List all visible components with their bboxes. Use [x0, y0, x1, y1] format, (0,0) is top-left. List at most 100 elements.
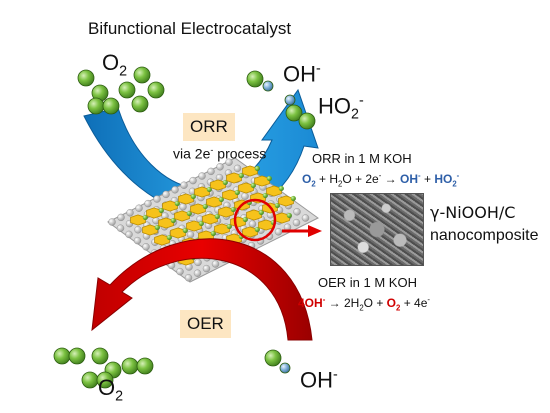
- orr-equation: O2 + H2O + 2e- → OH- + HO2-: [302, 171, 460, 189]
- support-atom: [189, 176, 197, 185]
- oxygen-site: [154, 224, 160, 231]
- oxygen-site: [198, 220, 204, 227]
- oxygen-atom: [68, 347, 86, 365]
- support-atom: [225, 158, 233, 166]
- support-atom: [202, 264, 211, 273]
- support-atom: [133, 236, 142, 245]
- support-atom: [194, 258, 202, 267]
- support-atom: [179, 203, 187, 211]
- oxygen-atom: [102, 97, 120, 115]
- oxygen-site: [274, 202, 280, 209]
- oxygen-atom: [246, 70, 264, 88]
- support-atom: [292, 218, 301, 227]
- support-atom: [301, 214, 310, 222]
- oxygen-site: [290, 195, 296, 202]
- sem-image: [330, 193, 424, 266]
- top-o2-label: O2: [102, 50, 128, 80]
- highlight-circle: [233, 198, 277, 242]
- oxygen-site: [286, 212, 292, 219]
- oxygen-atom: [53, 347, 71, 365]
- support-atom: [216, 163, 224, 171]
- support-atom: [207, 167, 215, 176]
- oxygen-atom: [118, 81, 136, 99]
- support-atom: [153, 195, 161, 203]
- oxygen-site: [206, 186, 212, 193]
- oxygen-atom: [285, 104, 303, 122]
- hydrogen-atom: [262, 80, 274, 92]
- oer-box: OER: [180, 310, 231, 338]
- oxygen-site: [190, 193, 196, 200]
- oxygen-site: [254, 226, 260, 233]
- support-atom: [126, 209, 134, 217]
- oxygen-site: [218, 196, 224, 203]
- support-atom: [134, 226, 142, 234]
- oer-equation: 4OH- → 2H2O + O2 + 4e-: [298, 295, 430, 313]
- oxygen-site: [226, 223, 232, 230]
- oxygen-site: [222, 179, 228, 186]
- oxygen-atom: [96, 371, 114, 389]
- oxygen-site: [182, 227, 188, 234]
- oxygen-site: [234, 189, 240, 196]
- support-atom: [186, 230, 195, 239]
- top-oh-label: OH-: [283, 61, 321, 87]
- support-atom: [193, 269, 202, 277]
- oxygen-site: [174, 200, 180, 207]
- support-atom: [198, 172, 206, 180]
- top-ho2-label: HO2-: [318, 93, 364, 123]
- hydrogen-atom: [284, 94, 296, 106]
- oxygen-site: [250, 182, 256, 189]
- support-atom: [117, 213, 125, 222]
- oxygen-site: [266, 175, 272, 182]
- molecules: [53, 66, 316, 389]
- oxygen-site: [214, 213, 220, 220]
- support-atom: [274, 228, 283, 236]
- support-atom: [162, 190, 170, 199]
- diagram-title: Bifunctional Electrocatalyst: [88, 19, 292, 38]
- support-atom: [211, 260, 220, 268]
- support-atom: [171, 186, 179, 194]
- support-atom: [180, 181, 188, 189]
- material-name: γ-NiOOH/C: [430, 203, 516, 222]
- hydrogen-atom: [279, 362, 291, 374]
- support-atom: [293, 208, 301, 216]
- pointer-arrow: [282, 225, 322, 237]
- support-atom: [135, 204, 143, 212]
- oxygen-site: [242, 216, 248, 223]
- support-atom: [116, 224, 125, 232]
- bottom-o2-label: O2: [98, 375, 124, 405]
- bottom-oh-label: OH-: [300, 367, 338, 393]
- orr-condition: ORR in 1 M KOH: [312, 151, 412, 166]
- support-atom: [144, 199, 152, 208]
- oxygen-site: [170, 217, 176, 224]
- oxygen-atom: [147, 81, 165, 99]
- oer-condition: OER in 1 M KOH: [318, 275, 417, 290]
- orr-box: ORR: [183, 113, 235, 141]
- oxygen-atom: [298, 112, 316, 130]
- oxygen-site: [254, 165, 260, 172]
- oxygen-site: [258, 209, 264, 216]
- material-type: nanocomposite: [430, 227, 539, 244]
- oxygen-atom: [133, 66, 151, 84]
- oxygen-atom: [131, 95, 149, 113]
- oxygen-site: [186, 210, 192, 217]
- support-atom: [125, 230, 133, 239]
- support-atom: [233, 164, 242, 173]
- orr-process: via 2e- process: [173, 145, 267, 162]
- oxygen-atom: [136, 357, 154, 375]
- oxygen-site: [202, 203, 208, 210]
- support-atom: [142, 243, 150, 251]
- oxygen-atom: [121, 357, 139, 375]
- oxygen-atom: [87, 97, 105, 115]
- support-atom: [176, 267, 184, 276]
- oxygen-site: [166, 234, 172, 241]
- support-atom: [241, 192, 249, 200]
- support-atom: [108, 218, 116, 226]
- oxygen-site: [158, 207, 164, 214]
- oxygen-site: [262, 192, 268, 199]
- oxygen-site: [238, 172, 244, 179]
- oxygen-site: [210, 230, 216, 237]
- oxygen-site: [278, 185, 284, 192]
- oxygen-atom: [264, 349, 282, 367]
- oxygen-atom: [77, 69, 95, 87]
